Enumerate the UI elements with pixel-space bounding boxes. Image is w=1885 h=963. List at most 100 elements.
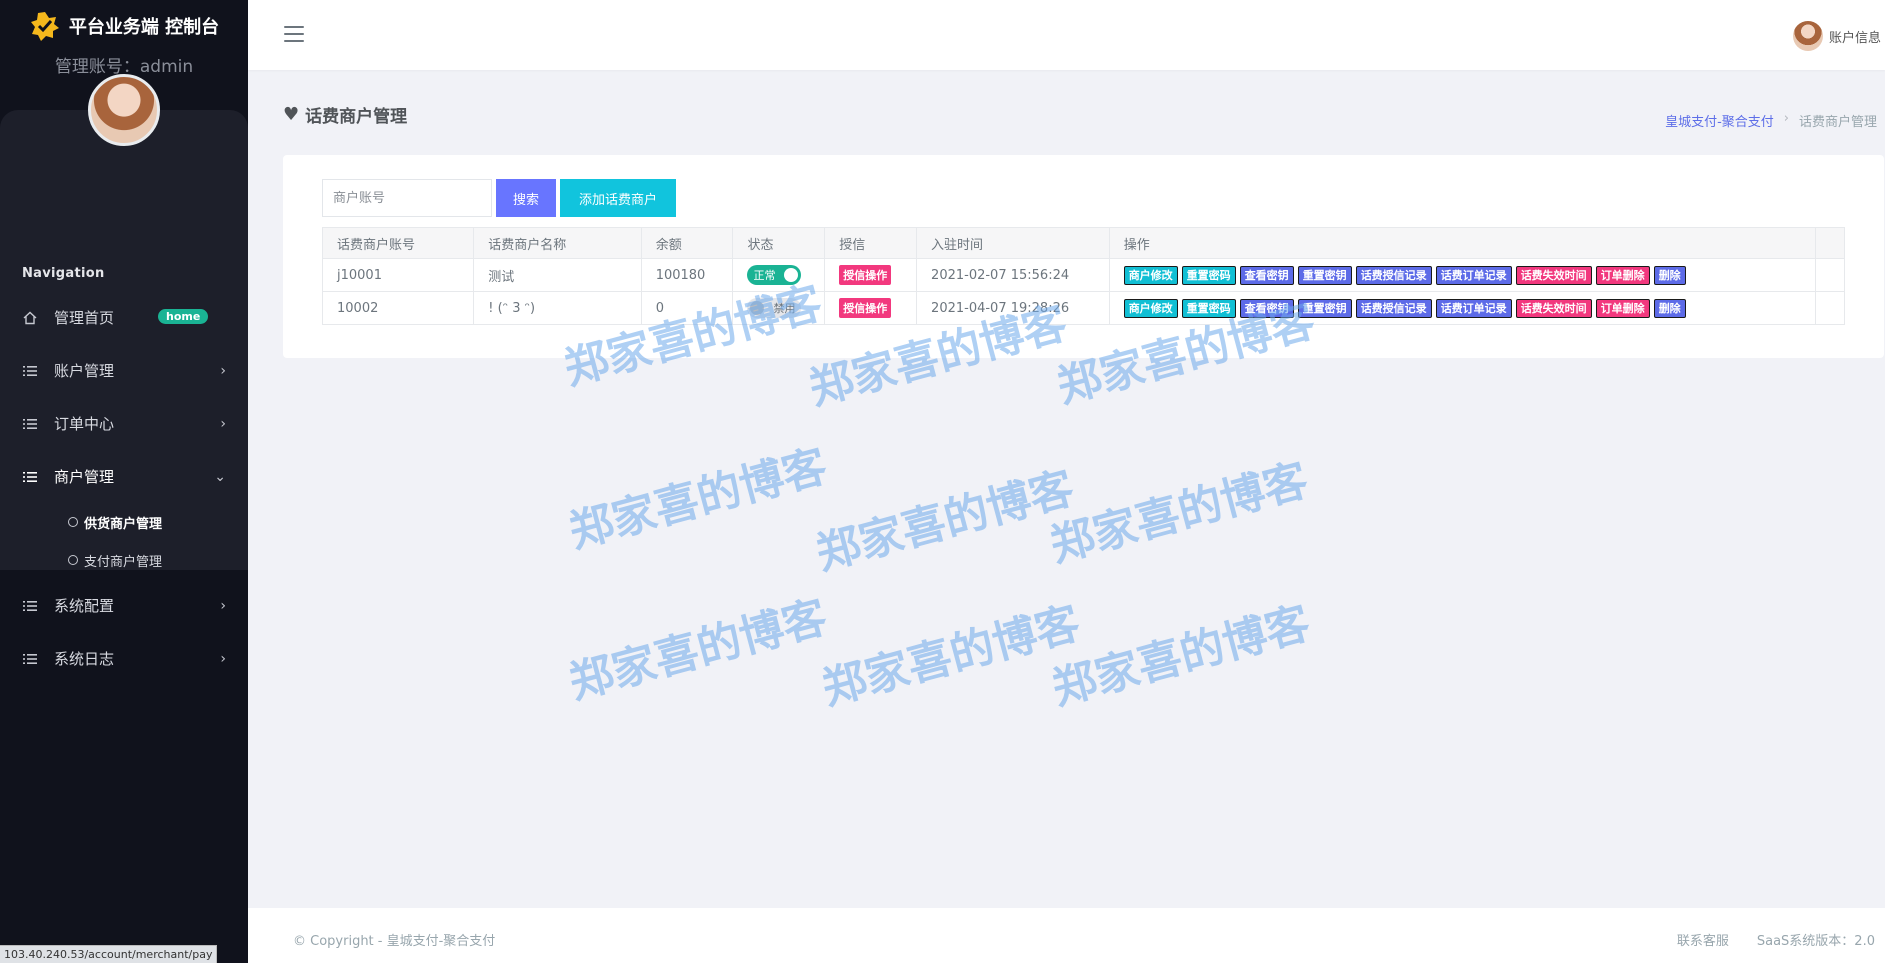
sidebar-item-merchants[interactable]: 商户管理 ⌄ xyxy=(0,450,248,503)
expiry-time-button[interactable]: 话费失效时间 xyxy=(1515,298,1592,318)
admin-label: 管理账号： xyxy=(54,57,140,77)
chevron-right-icon: › xyxy=(220,415,226,432)
column-header[interactable]: 话费商户名称 xyxy=(473,227,642,259)
footer: © Copyright - 皇城支付-聚合支付 联系客服 SaaS系统版本：2.… xyxy=(248,908,1885,963)
cell-status: 正常 xyxy=(732,258,826,292)
brand[interactable]: 平台业务端 控制台 xyxy=(0,0,248,48)
column-header[interactable]: 授信 xyxy=(824,227,918,259)
view-key-button[interactable]: 查看密钥 xyxy=(1239,298,1294,318)
cell-account: 10002 xyxy=(321,291,475,325)
watermark: 郑家喜的博客 xyxy=(811,462,1080,581)
search-button[interactable]: 搜索 xyxy=(496,179,556,217)
cell-ops: 商户修改 重置密码 查看密钥 重置密钥 话费授信记录 话费订单记录 话费失效时间… xyxy=(1108,291,1816,325)
cell-time: 2021-02-07 15:56:24 xyxy=(916,258,1110,292)
order-records-button[interactable]: 话费订单记录 xyxy=(1435,265,1512,285)
edit-merchant-button[interactable]: 商户修改 xyxy=(1123,298,1178,318)
view-key-button[interactable]: 查看密钥 xyxy=(1239,265,1294,285)
watermark: 郑家喜的博客 xyxy=(564,440,833,559)
chevron-right-icon: › xyxy=(220,362,226,379)
nav-caption: Navigation xyxy=(22,266,105,281)
merchant-table: 话费商户账号 话费商户名称 余额 状态 授信 入驻时间 操作 j10001 测试… xyxy=(321,227,1846,325)
cell-account: j10001 xyxy=(321,258,475,292)
version-label: SaaS系统版本：2.0 xyxy=(1756,934,1875,949)
toolbar: 搜索 添加话费商户 xyxy=(322,179,676,217)
avatar[interactable] xyxy=(88,74,160,146)
sidebar-item-account[interactable]: 账户管理 › xyxy=(0,344,248,397)
edit-merchant-button[interactable]: 商户修改 xyxy=(1123,265,1178,285)
expiry-time-button[interactable]: 话费失效时间 xyxy=(1515,265,1592,285)
account-menu[interactable]: 账户信息 xyxy=(1792,21,1881,51)
cell-extra xyxy=(1814,291,1846,325)
breadcrumb: 皇城支付-聚合支付 › 话费商户管理 xyxy=(1665,111,1877,130)
status-toggle[interactable]: 禁用 xyxy=(747,297,802,318)
sidebar: 平台业务端 控制台 管理账号：admin Navigation 管理首页 hom… xyxy=(0,0,248,963)
list-icon xyxy=(22,598,38,614)
table-row: j10001 测试 100180 正常 授信操作 2021-02-07 15:5… xyxy=(321,258,1846,292)
column-header[interactable]: 入驻时间 xyxy=(916,227,1110,259)
brand-title: 平台业务端 控制台 xyxy=(68,17,220,38)
search-input[interactable] xyxy=(322,179,492,217)
list-icon xyxy=(22,651,38,667)
cell-ops: 商户修改 重置密码 查看密钥 重置密钥 话费授信记录 话费订单记录 话费失效时间… xyxy=(1108,258,1816,292)
nav-list: 管理首页 home 账户管理 › 订单中心 › xyxy=(0,291,248,685)
sidebar-item-home[interactable]: 管理首页 home xyxy=(0,291,248,344)
watermark: 郑家喜的博客 xyxy=(1045,454,1314,573)
sidebar-item-label: 账户管理 xyxy=(54,362,115,380)
circle-icon xyxy=(68,555,78,565)
reset-key-button[interactable]: 重置密钥 xyxy=(1297,265,1352,285)
status-toggle[interactable]: 正常 xyxy=(747,265,802,285)
credit-records-button[interactable]: 话费授信记录 xyxy=(1355,265,1432,285)
sidebar-item-label: 系统配置 xyxy=(54,597,115,615)
list-icon xyxy=(22,363,38,379)
column-header[interactable]: 话费商户账号 xyxy=(321,227,475,259)
delete-orders-button[interactable]: 订单删除 xyxy=(1595,298,1650,318)
status-toggle-label: 禁用 xyxy=(773,301,796,315)
chevron-down-icon: ⌄ xyxy=(214,468,226,485)
watermark: 郑家喜的博客 xyxy=(1047,597,1316,716)
account-label: 账户信息 xyxy=(1828,30,1881,46)
sidebar-subitem-label: 供货商户管理 xyxy=(84,516,163,532)
sidebar-item-system-config[interactable]: 系统配置 › xyxy=(0,579,248,632)
sidebar-subitem-supply-merchants[interactable]: 供货商户管理 xyxy=(0,503,248,541)
watermark: 郑家喜的博客 xyxy=(564,591,833,710)
list-icon xyxy=(22,469,38,485)
breadcrumb-link[interactable]: 皇城支付-聚合支付 xyxy=(1665,115,1774,130)
admin-account: 管理账号：admin xyxy=(0,52,248,77)
credit-button[interactable]: 授信操作 xyxy=(839,298,892,318)
status-url: 103.40.240.53/account/merchant/pay xyxy=(0,945,218,963)
reset-password-button[interactable]: 重置密码 xyxy=(1181,298,1236,318)
delete-orders-button[interactable]: 订单删除 xyxy=(1595,265,1650,285)
cell-extra xyxy=(1814,258,1846,292)
sidebar-item-system-log[interactable]: 系统日志 › xyxy=(0,632,248,685)
sidebar-item-label: 商户管理 xyxy=(54,468,115,486)
ops-group: 商户修改 重置密码 查看密钥 重置密钥 话费授信记录 话费订单记录 话费失效时间… xyxy=(1123,298,1801,318)
add-merchant-button[interactable]: 添加话费商户 xyxy=(560,179,676,217)
menu-icon[interactable] xyxy=(284,26,304,47)
admin-name: admin xyxy=(139,57,194,77)
column-header[interactable]: 余额 xyxy=(640,227,734,259)
delete-button[interactable]: 删除 xyxy=(1653,265,1686,285)
avatar xyxy=(1792,21,1823,51)
cell-name: ! (ᵔ 3 ᵔ) xyxy=(473,291,642,325)
credit-records-button[interactable]: 话费授信记录 xyxy=(1355,298,1432,318)
reset-password-button[interactable]: 重置密码 xyxy=(1181,265,1236,285)
sidebar-subitem-pay-merchants[interactable]: 支付商户管理 xyxy=(0,541,248,579)
cell-time: 2021-04-07 19:28:26 xyxy=(916,291,1110,325)
order-records-button[interactable]: 话费订单记录 xyxy=(1435,298,1512,318)
reset-key-button[interactable]: 重置密钥 xyxy=(1297,298,1352,318)
column-header[interactable]: 状态 xyxy=(732,227,826,259)
contact-support-link[interactable]: 联系客服 xyxy=(1676,934,1729,949)
credit-button[interactable]: 授信操作 xyxy=(839,265,892,285)
breadcrumb-separator: › xyxy=(1783,111,1789,126)
sidebar-item-orders[interactable]: 订单中心 › xyxy=(0,397,248,450)
delete-button[interactable]: 删除 xyxy=(1653,298,1686,318)
merchant-card: 搜索 添加话费商户 话费商户账号 话费商户名称 余额 状态 授信 入驻时间 操作… xyxy=(283,155,1884,358)
status-toggle-label: 正常 xyxy=(753,269,776,282)
sidebar-item-label: 管理首页 xyxy=(54,309,115,327)
cell-credit: 授信操作 xyxy=(824,291,918,325)
column-header[interactable]: 操作 xyxy=(1108,227,1816,259)
toggle-knob xyxy=(784,268,799,282)
sidebar-subitem-label: 支付商户管理 xyxy=(84,554,163,570)
table-row: 10002 ! (ᵔ 3 ᵔ) 0 禁用 授信操作 2021-04-07 19:… xyxy=(321,291,1846,325)
column-header-extra xyxy=(1814,227,1846,259)
